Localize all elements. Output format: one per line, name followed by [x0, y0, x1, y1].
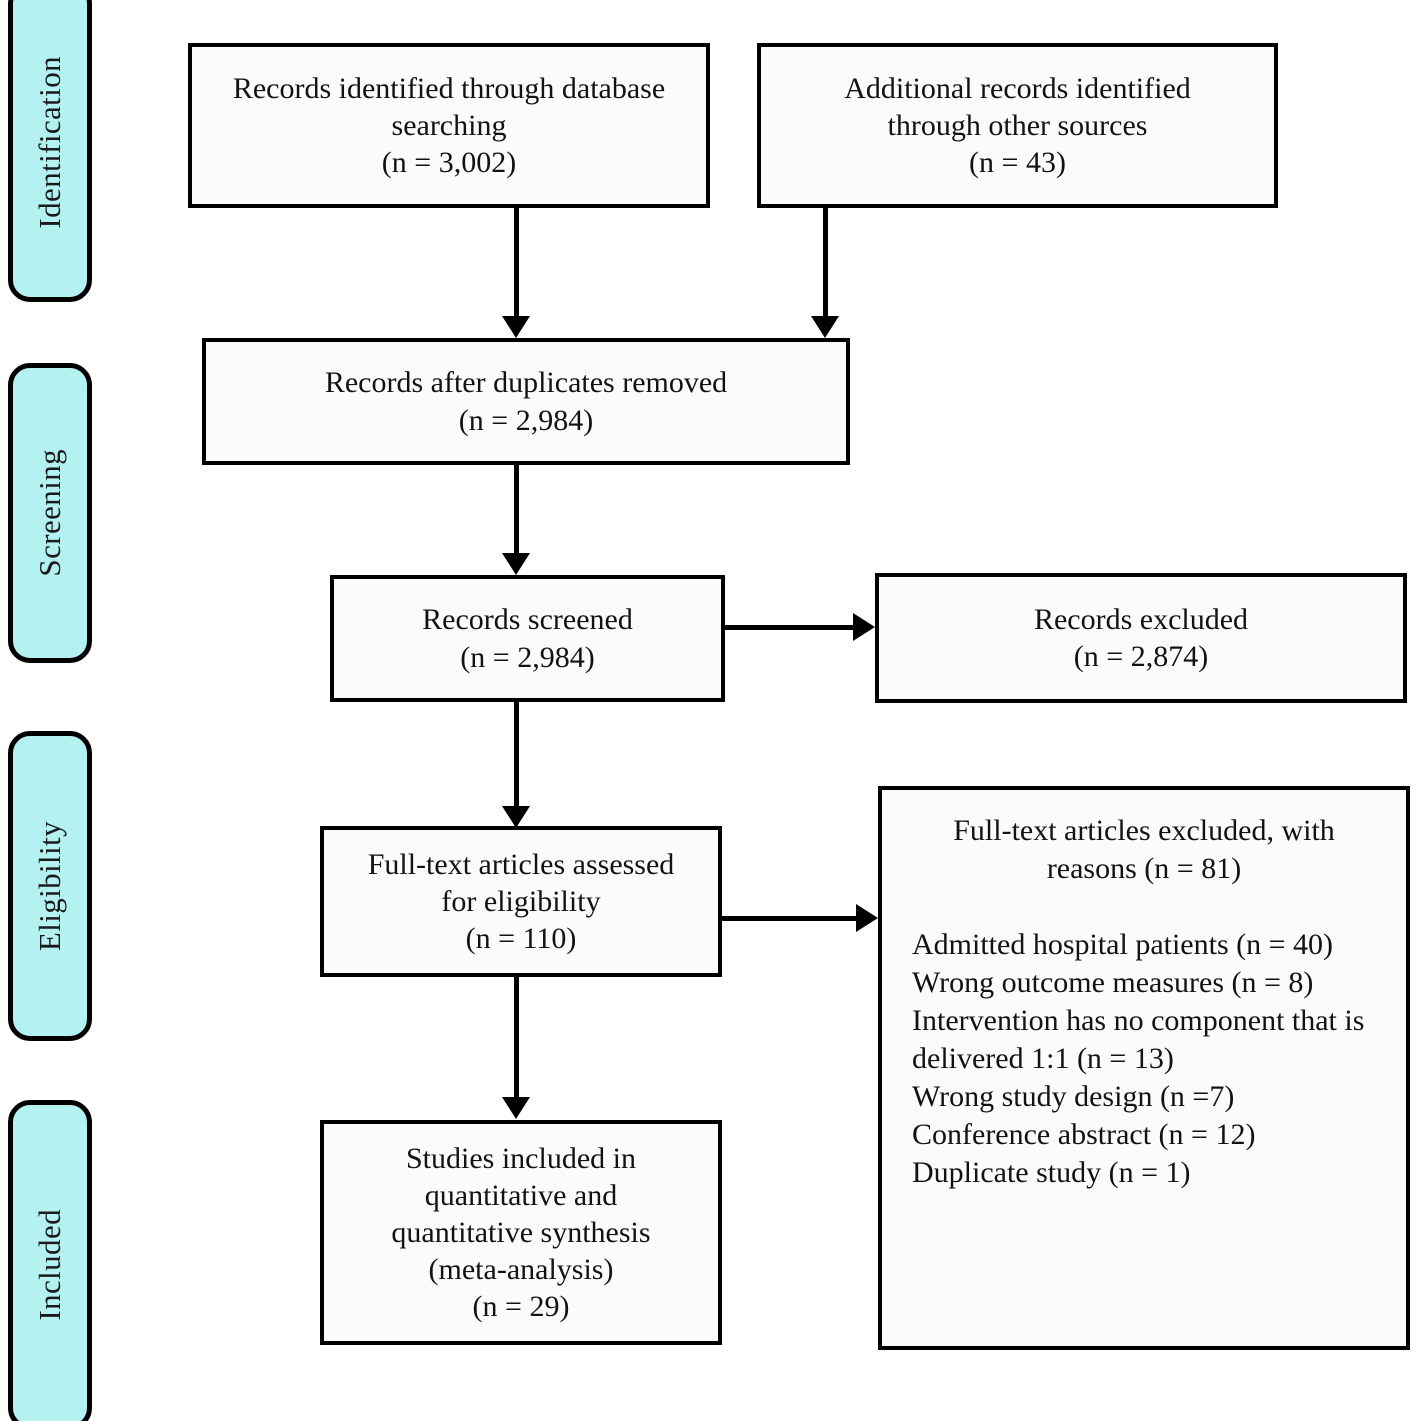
- box-studies-included-line1: Studies included in: [406, 1141, 636, 1175]
- box-fulltext-excluded-head-line2: reasons (n = 81): [1046, 851, 1242, 885]
- arrowhead-database-to-duplicates: [502, 316, 530, 338]
- box-other-records-line1: Additional records identified: [844, 71, 1191, 105]
- box-database-records-line3: (n = 3,002): [381, 146, 517, 180]
- arrowhead-fulltext-to-excluded: [856, 904, 878, 932]
- exclusion-reason-item: Intervention has no component that is de…: [912, 1003, 1365, 1075]
- stage-identification: Identification: [8, 0, 92, 302]
- exclusion-reason-item: Conference abstract (n = 12): [912, 1118, 1256, 1152]
- exclusion-reason-item: Admitted hospital patients (n = 40): [912, 927, 1334, 961]
- box-records-excluded-line2: (n = 2,874): [1073, 640, 1209, 673]
- connector-fulltext-to-excluded: [722, 916, 860, 921]
- arrowhead-screened-to-fulltext: [502, 806, 530, 828]
- box-studies-included: Studies included in quantitative and qua…: [320, 1120, 722, 1345]
- box-fulltext-assessed: Full-text articles assessed for eligibil…: [320, 826, 722, 977]
- box-other-records: Additional records identified through ot…: [757, 43, 1278, 208]
- box-studies-included-line5: (n = 29): [472, 1290, 570, 1324]
- box-other-records-line2: through other sources: [887, 108, 1148, 142]
- box-studies-included-line4: (meta-analysis): [428, 1253, 614, 1287]
- box-fulltext-excluded-heading: Full-text articles excluded, with reason…: [896, 812, 1392, 888]
- box-other-records-line3: (n = 43): [969, 146, 1066, 180]
- box-database-records-line1: Records identified through database: [232, 71, 666, 105]
- box-records-screened-line2: (n = 2,984): [460, 640, 595, 674]
- box-duplicates-removed-line2: (n = 2,984): [458, 403, 594, 437]
- box-fulltext-excluded-head-line1: Full-text articles excluded, with: [953, 814, 1335, 847]
- exclusion-reason-item: Wrong outcome measures (n = 8): [912, 965, 1314, 999]
- exclusion-reason-item: Wrong study design (n =7): [912, 1079, 1235, 1113]
- arrowhead-duplicates-to-screened: [502, 553, 530, 575]
- stage-screening-label: Screening: [32, 449, 67, 577]
- arrowhead-other-to-duplicates: [811, 316, 839, 338]
- connector-other-to-duplicates: [823, 208, 828, 320]
- exclusion-reason-item: Duplicate study (n = 1): [912, 1156, 1191, 1190]
- box-studies-included-line3: quantitative synthesis: [391, 1215, 651, 1249]
- connector-duplicates-to-screened: [514, 465, 519, 557]
- box-duplicates-removed-line1: Records after duplicates removed: [324, 366, 728, 400]
- box-fulltext-assessed-line2: for eligibility: [441, 884, 601, 918]
- connector-screened-to-excluded: [725, 625, 855, 630]
- connector-database-to-duplicates: [514, 208, 519, 320]
- box-duplicates-removed: Records after duplicates removed (n = 2,…: [202, 338, 850, 465]
- box-fulltext-excluded: Full-text articles excluded, with reason…: [878, 786, 1410, 1350]
- stage-eligibility: Eligibility: [8, 731, 92, 1041]
- box-records-screened-line1: Records screened: [422, 603, 633, 637]
- connector-screened-to-fulltext: [514, 702, 519, 810]
- box-database-records-line2: searching: [391, 108, 507, 142]
- arrowhead-fulltext-to-included: [502, 1097, 530, 1119]
- stage-eligibility-label: Eligibility: [32, 820, 67, 952]
- box-database-records: Records identified through database sear…: [188, 43, 710, 208]
- stage-included: Included: [8, 1100, 92, 1421]
- box-fulltext-assessed-line3: (n = 110): [465, 922, 577, 956]
- stage-screening: Screening: [8, 363, 92, 663]
- exclusion-reasons-list: Admitted hospital patients (n = 40) Wron…: [896, 926, 1392, 1193]
- box-records-excluded: Records excluded (n = 2,874): [875, 573, 1407, 703]
- stage-identification-label: Identification: [32, 55, 67, 229]
- box-studies-included-line2: quantitative and: [424, 1178, 618, 1212]
- box-records-screened: Records screened (n = 2,984): [330, 575, 725, 702]
- connector-fulltext-to-included: [514, 977, 519, 1101]
- stage-included-label: Included: [32, 1209, 67, 1321]
- box-records-excluded-line1: Records excluded: [1033, 602, 1249, 636]
- box-fulltext-assessed-line1: Full-text articles assessed: [367, 847, 675, 881]
- arrowhead-screened-to-excluded: [853, 613, 875, 641]
